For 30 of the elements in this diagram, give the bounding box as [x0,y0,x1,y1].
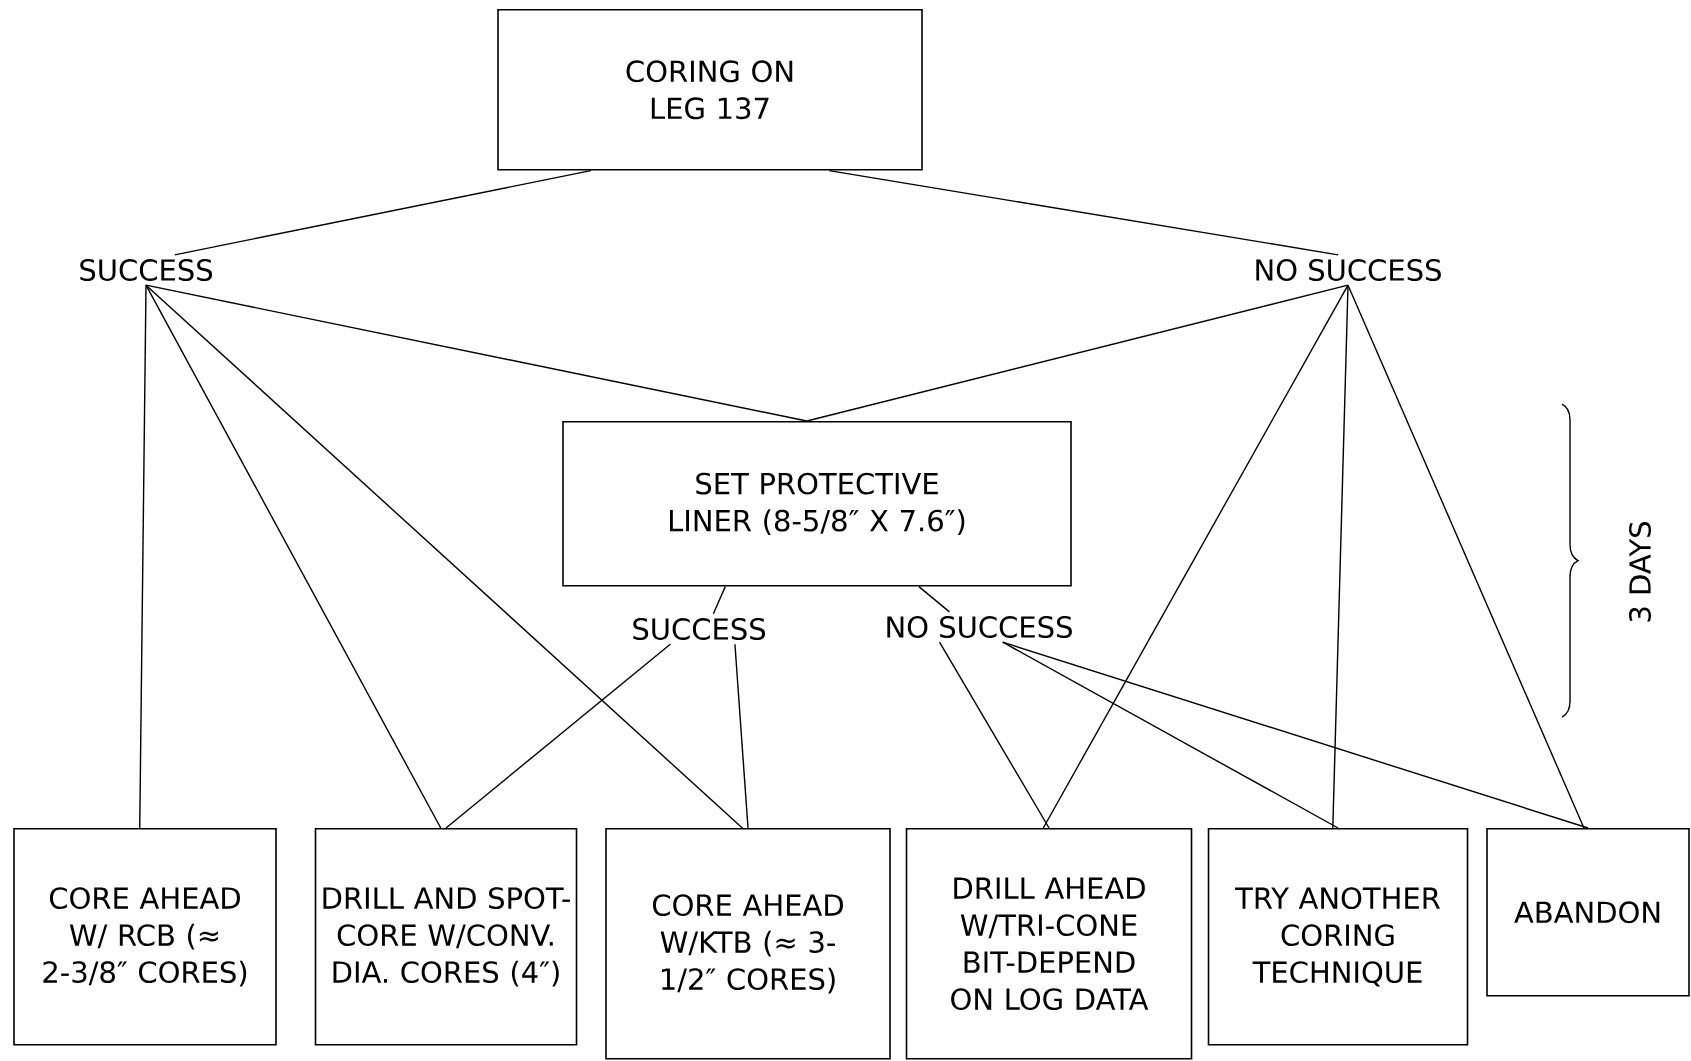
connector-line [445,643,671,829]
process-box: DRILL AND SPOT-CORE W/CONV. DIA. CORES (4″) [314,828,578,1046]
connector-line [1002,641,1589,829]
outcome-label: SUCCESS [80,259,213,281]
connector-line [145,284,808,422]
process-box: SET PROTECTIVE LINER (8-5/8″ X 7.6″) [562,421,1072,587]
connector-line [1332,284,1349,829]
outcome-label: NO SUCCESS [1256,259,1441,281]
connector-line [938,641,1050,829]
connector-line [145,284,743,829]
duration-label: 3 DAYS [1629,522,1651,622]
process-box: TRY ANOTHER CORING TECHNIQUE [1207,828,1469,1046]
connector-line [1002,641,1339,829]
connector-line [806,284,1349,422]
process-box: DRILL AHEAD W/TRI-CONE BIT-DEPEND ON LOG DATA [905,828,1193,1060]
connector-line [918,585,951,613]
connector-line [828,169,1339,256]
connector-line [174,169,592,256]
connector-line [1347,284,1585,829]
connector-line [712,585,726,615]
outcome-label: SUCCESS [633,618,766,640]
connector-line [734,643,749,829]
connector-line [145,284,442,829]
outcome-label: NO SUCCESS [887,616,1072,638]
process-box: CORING ON LEG 137 [497,9,923,171]
process-box: ABANDON [1486,828,1690,997]
connector-line [1042,284,1349,829]
process-box: CORE AHEAD W/ RCB (≈ 2-3/8″ CORES) [13,828,277,1046]
process-box: CORE AHEAD W/KTB (≈ 3-1/2″ CORES) [605,828,891,1060]
connector-line [139,284,147,829]
